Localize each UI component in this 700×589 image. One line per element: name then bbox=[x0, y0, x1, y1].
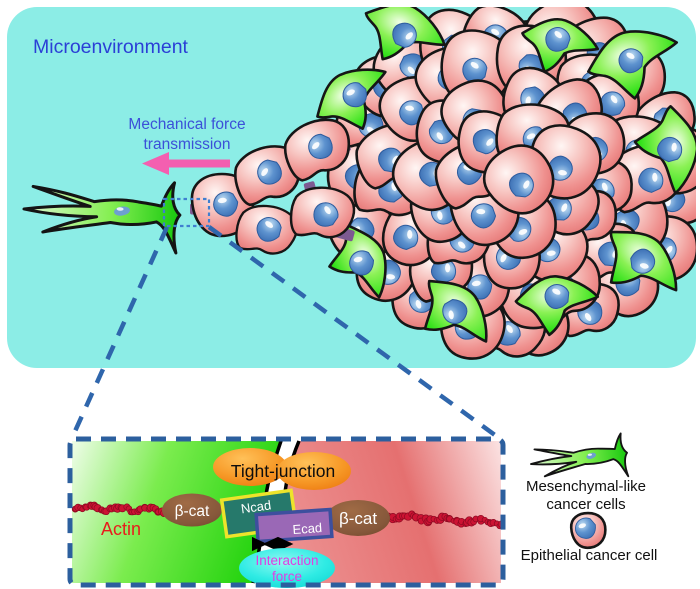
beta-catenin-left-label: β-cat bbox=[175, 503, 210, 520]
beta-catenin-right-label: β-cat bbox=[339, 509, 377, 528]
ncad-label: Ncad bbox=[240, 497, 272, 516]
force-arrow-left-icon bbox=[142, 152, 230, 175]
tight-junction-label: Tight-junction bbox=[231, 461, 335, 481]
force-label-line2: transmission bbox=[144, 136, 231, 153]
legend-epithelial-label: Epithelial cancer cell bbox=[521, 547, 658, 564]
force-label-line1: Mechanical force bbox=[128, 116, 245, 133]
projection-line-right bbox=[207, 225, 501, 440]
projection-line-left bbox=[69, 226, 170, 439]
legend: Mesenchymal-like cancer cells Epithelial… bbox=[521, 432, 658, 564]
ecad-label: Ecad bbox=[292, 520, 323, 537]
junction-inset: β-cat β-cat Ncad Ecad Tight-junction Int… bbox=[67, 436, 506, 588]
actin-label: Actin bbox=[101, 519, 141, 539]
microenvironment-label: Microenvironment bbox=[33, 36, 189, 58]
beta-catenin-left-ellipse bbox=[162, 493, 222, 527]
interaction-force-line2: force bbox=[272, 569, 302, 584]
legend-mesenchymal-line2: cancer cells bbox=[546, 496, 625, 513]
interaction-force-ellipse bbox=[239, 548, 335, 588]
beta-catenin-right-ellipse bbox=[326, 500, 390, 536]
ecad-box: Ecad bbox=[254, 507, 334, 544]
tight-junction-ellipse-right bbox=[277, 452, 351, 490]
roi-dotted-box bbox=[162, 197, 211, 228]
legend-epithelial-icon bbox=[569, 511, 607, 550]
legend-mesenchymal-line1: Mesenchymal-like bbox=[526, 478, 646, 495]
inset-dashed-border bbox=[67, 436, 506, 588]
tight-junction-ellipse-left bbox=[213, 448, 287, 486]
interaction-force-line1: Interaction bbox=[255, 553, 318, 568]
